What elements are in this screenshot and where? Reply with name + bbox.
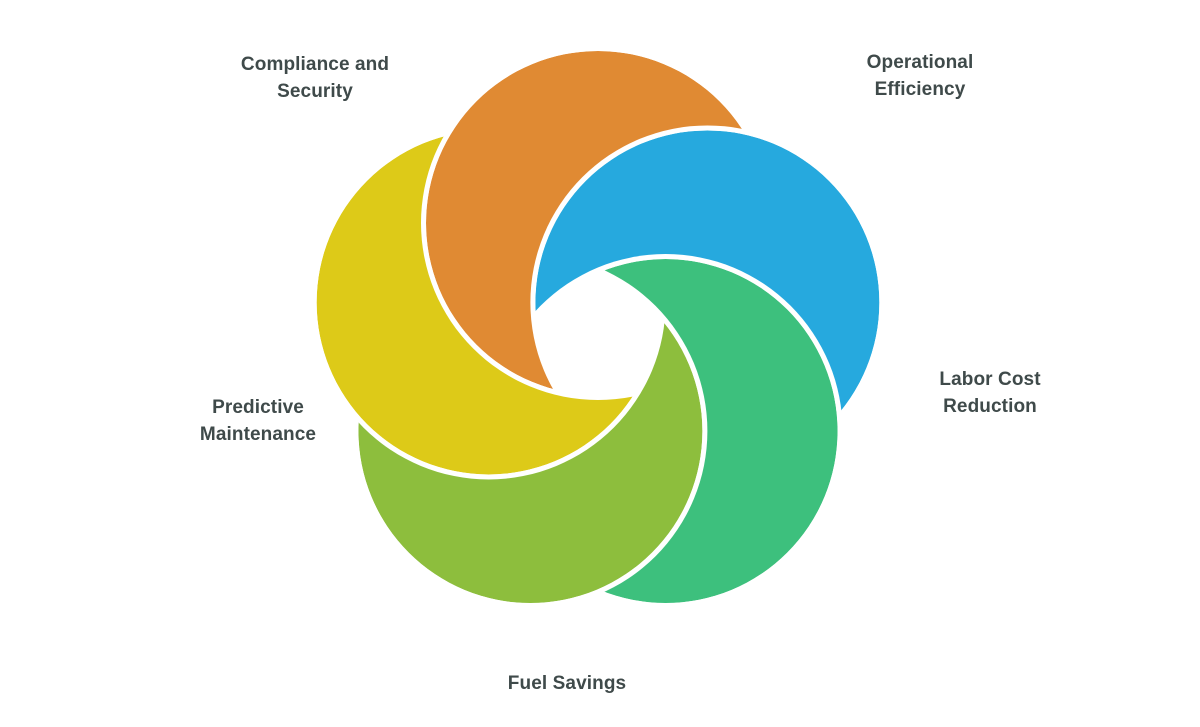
petal-label-labor-cost-reduction: Labor Cost Reduction xyxy=(939,369,1041,417)
petal-predictive-maintenance[interactable] xyxy=(316,130,661,475)
petal-label-fuel-savings: Fuel Savings xyxy=(507,673,627,694)
petal-label-operational-efficiency: Operational Efficiency xyxy=(866,52,974,100)
petal-label-compliance-and-security: Compliance and Security xyxy=(240,54,390,102)
petal-label-predictive-maintenance: Predictive Maintenance xyxy=(199,397,317,445)
petal-group xyxy=(316,51,880,604)
